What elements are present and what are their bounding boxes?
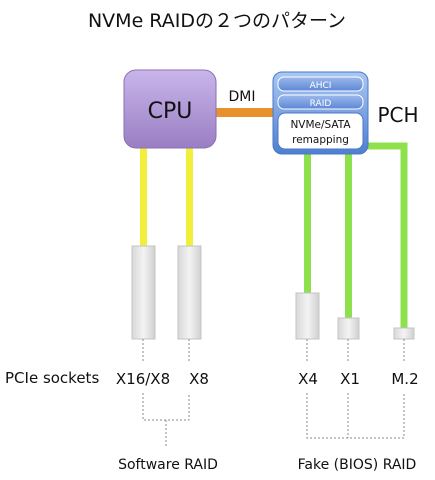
pch-lanes <box>304 142 408 328</box>
pch-lane-x4 <box>304 150 311 293</box>
socket-x8 <box>177 245 202 340</box>
socket-label-x1: X1 <box>340 370 360 388</box>
diagram-title: NVMe RAIDの２つのパターン <box>88 10 346 32</box>
dmi-link <box>212 108 278 117</box>
cpu-block: CPU <box>123 69 217 149</box>
socket-label-m2: M.2 <box>391 370 418 388</box>
socket-m2 <box>393 327 415 340</box>
socket-guides <box>142 339 405 362</box>
remapping-module <box>277 112 364 150</box>
software-raid-label: Software RAID <box>118 457 218 473</box>
ahci-label: AHCI <box>310 81 332 91</box>
socket-label-x4: X4 <box>298 370 318 388</box>
socket-label-x8: X8 <box>189 370 209 388</box>
raid-module <box>277 94 364 110</box>
software-bracket <box>142 393 190 421</box>
cpu-lane-x8 <box>186 140 193 246</box>
socket-x1 <box>337 317 360 340</box>
socket-x16 <box>131 245 156 340</box>
dmi-label: DMI <box>229 89 256 105</box>
pch-lane-x1 <box>345 150 352 318</box>
cpu-lane-x16 <box>140 140 147 246</box>
pch-lane-m2 <box>362 142 408 328</box>
pch-block: AHCI RAID NVMe/SATA remapping <box>272 71 369 155</box>
sockets <box>131 245 415 340</box>
remapping-line1: NVMe/SATA <box>290 119 351 131</box>
group-brackets <box>142 393 405 446</box>
socket-label-x16: X16/X8 <box>116 370 170 388</box>
cpu-label: CPU <box>148 99 193 124</box>
fake-bracket <box>306 393 405 439</box>
ahci-module <box>277 76 364 92</box>
cpu-lanes <box>140 140 193 246</box>
socket-x4 <box>295 292 320 340</box>
sockets-prefix: PCIe sockets <box>5 369 99 387</box>
pch-label: PCH <box>377 103 418 127</box>
fake-raid-label: Fake (BIOS) RAID <box>298 457 417 473</box>
raid-label: RAID <box>310 99 332 109</box>
remapping-line2: remapping <box>292 134 349 146</box>
